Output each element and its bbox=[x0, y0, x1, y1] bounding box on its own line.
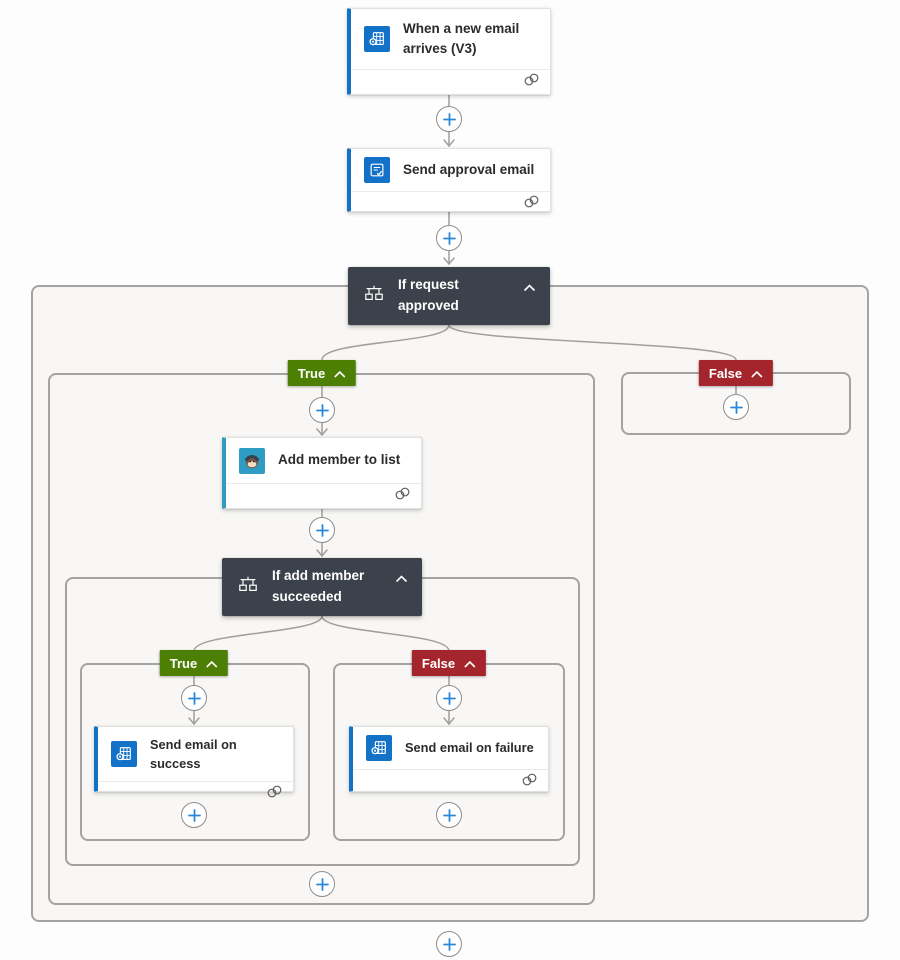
card-title: When a new email arrives (V3) bbox=[403, 20, 520, 56]
outlook-icon bbox=[111, 741, 137, 768]
insert-step-button[interactable] bbox=[181, 802, 207, 828]
card-footer bbox=[351, 69, 550, 94]
inner-true-branch-badge[interactable]: True bbox=[159, 650, 229, 676]
card-title: Send approval email bbox=[403, 161, 535, 177]
condition-title: If add member succeeded bbox=[272, 568, 365, 604]
card-title: Send email on failure bbox=[405, 740, 534, 756]
card-footer bbox=[226, 483, 421, 508]
card-title: Send email on success bbox=[150, 737, 237, 772]
outlook-icon bbox=[366, 735, 392, 761]
link-icon bbox=[266, 785, 283, 803]
condition-title: If request approved bbox=[398, 277, 459, 313]
card-body: Send email on failure bbox=[353, 727, 548, 769]
condition-card-if-add-member-succeeded[interactable]: If add member succeeded bbox=[222, 558, 422, 616]
insert-step-button[interactable] bbox=[723, 394, 749, 420]
chevron-up-icon bbox=[206, 656, 218, 671]
outlook-icon bbox=[364, 26, 390, 52]
insert-step-button[interactable] bbox=[436, 685, 462, 711]
card-body: Send email on success bbox=[98, 727, 293, 781]
chevron-up-icon bbox=[334, 366, 346, 381]
insert-step-button[interactable] bbox=[309, 397, 335, 423]
card-footer bbox=[353, 769, 548, 794]
condition-icon bbox=[238, 576, 258, 598]
insert-step-button[interactable] bbox=[436, 931, 462, 957]
action-card-send-approval-email[interactable]: Send approval email bbox=[347, 148, 551, 212]
condition-icon bbox=[364, 285, 384, 307]
link-icon bbox=[523, 195, 540, 213]
action-card-send-email-on-success[interactable]: Send email on success bbox=[94, 726, 294, 798]
false-branch-badge[interactable]: False bbox=[698, 360, 774, 386]
link-icon bbox=[394, 487, 411, 505]
link-icon bbox=[523, 73, 540, 91]
branch-label: True bbox=[297, 365, 326, 381]
inner-false-branch-badge[interactable]: False bbox=[411, 650, 487, 676]
mailchimp-icon bbox=[239, 447, 265, 474]
branch-label: False bbox=[421, 655, 456, 671]
card-body: Send approval email bbox=[351, 149, 550, 191]
link-icon bbox=[521, 773, 538, 791]
approvals-icon bbox=[364, 157, 390, 183]
card-footer bbox=[351, 191, 550, 216]
chevron-up-icon bbox=[464, 656, 476, 671]
collapse-chevron-button[interactable] bbox=[521, 278, 538, 297]
insert-step-button[interactable] bbox=[436, 225, 462, 251]
chevron-up-icon bbox=[751, 366, 763, 381]
insert-step-button[interactable] bbox=[436, 106, 462, 132]
trigger-card-when-new-email-arrives[interactable]: When a new email arrives (V3) bbox=[347, 8, 551, 95]
branch-label: False bbox=[708, 365, 743, 381]
true-branch-badge[interactable]: True bbox=[287, 360, 357, 386]
card-footer bbox=[98, 781, 293, 806]
insert-step-button[interactable] bbox=[436, 802, 462, 828]
insert-step-button[interactable] bbox=[309, 871, 335, 897]
card-title: Add member to list bbox=[278, 452, 401, 468]
collapse-chevron-button[interactable] bbox=[393, 569, 410, 588]
insert-step-button[interactable] bbox=[181, 685, 207, 711]
card-body: When a new email arrives (V3) bbox=[351, 9, 550, 69]
action-card-send-email-on-failure[interactable]: Send email on failure bbox=[349, 726, 549, 792]
branch-label: True bbox=[169, 655, 198, 671]
card-body: Add member to list bbox=[226, 438, 421, 483]
insert-step-button[interactable] bbox=[309, 517, 335, 543]
condition-card-if-request-approved[interactable]: If request approved bbox=[348, 267, 550, 325]
action-card-add-member-to-list[interactable]: Add member to list bbox=[222, 437, 422, 509]
